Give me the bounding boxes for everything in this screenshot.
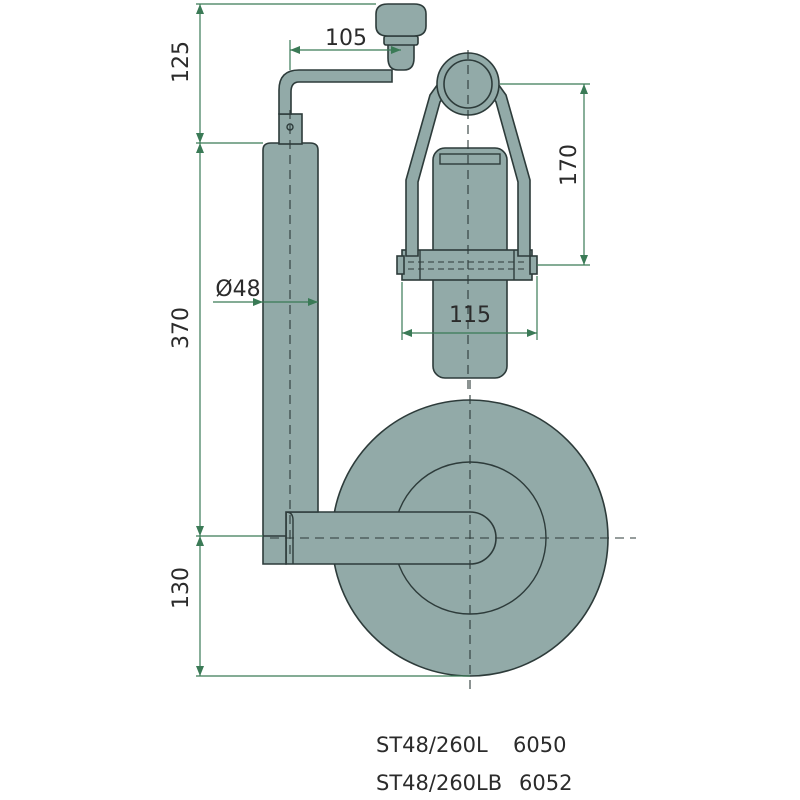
dimension-label-tube-diameter: Ø48 xyxy=(215,277,260,302)
crank-grip-neck xyxy=(387,41,415,71)
crank-arm xyxy=(278,69,393,115)
model-list: ST48/260L 6050 ST48/260LB 6052 xyxy=(376,733,572,795)
front-axle-hub xyxy=(401,249,533,281)
model-code-1: 6050 xyxy=(513,733,566,757)
center-lines xyxy=(270,50,636,690)
axle-end-left xyxy=(396,255,405,275)
dimension-label-wheel-width: 115 xyxy=(449,303,491,328)
axle-end-right xyxy=(529,255,538,275)
dimension-label-tube-height: 370 xyxy=(169,307,194,349)
model-name-1: ST48/260L xyxy=(376,733,488,757)
dimension-label-crank-offset: 105 xyxy=(325,26,367,51)
model-name-2: ST48/260LB xyxy=(376,771,502,795)
dimension-label-top-height: 125 xyxy=(169,41,194,83)
crank-handle xyxy=(278,3,427,145)
crank-grip-collar xyxy=(383,35,419,46)
dimension-lines xyxy=(196,3,590,677)
front-view-assembly xyxy=(396,52,538,379)
dimension-label-bottom-height: 130 xyxy=(169,567,194,609)
dimension-label-fork-height: 170 xyxy=(557,144,582,186)
model-code-2: 6052 xyxy=(519,771,572,795)
crank-knob xyxy=(375,3,427,37)
